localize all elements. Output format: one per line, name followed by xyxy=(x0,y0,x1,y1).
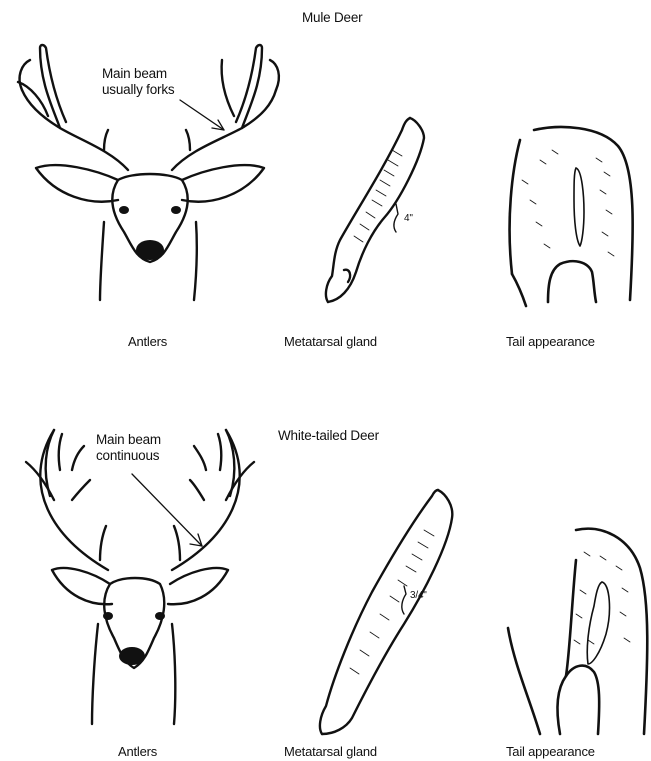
whitetail-deer-head-drawing xyxy=(26,430,254,724)
mule-caption-antlers: Antlers xyxy=(128,334,167,349)
mule-deer-face-features xyxy=(119,206,181,260)
whitetail-caption-antlers: Antlers xyxy=(118,744,157,759)
whitetail-caption-tail: Tail appearance xyxy=(506,744,595,759)
whitetail-gland-measurement: 3/4'' xyxy=(410,590,427,601)
whitetail-tail-drawing xyxy=(508,529,647,734)
mule-antler-pointer-arrow xyxy=(180,100,224,130)
mule-tail-hatching xyxy=(522,150,614,256)
whitetail-tail-hatching xyxy=(574,552,630,644)
whitetail-antler-note: Main beam continuous xyxy=(96,432,161,464)
whitetail-deer-title: White-tailed Deer xyxy=(278,428,379,443)
whitetail-metatarsal-leg-drawing xyxy=(320,490,452,734)
mule-caption-gland: Metatarsal gland xyxy=(284,334,377,349)
whitetail-antler-pointer-arrow xyxy=(132,474,202,546)
whitetail-leg-hatching xyxy=(350,530,434,674)
mule-tail-drawing xyxy=(510,127,633,306)
mule-deer-title: Mule Deer xyxy=(302,10,362,25)
mule-metatarsal-leg-drawing xyxy=(326,118,424,302)
whitetail-deer-face-features xyxy=(103,612,165,665)
mule-caption-tail: Tail appearance xyxy=(506,334,595,349)
whitetail-caption-gland: Metatarsal gland xyxy=(284,744,377,759)
mule-antler-note: Main beam usually forks xyxy=(102,66,174,98)
mule-gland-measurement: 4'' xyxy=(404,213,413,224)
